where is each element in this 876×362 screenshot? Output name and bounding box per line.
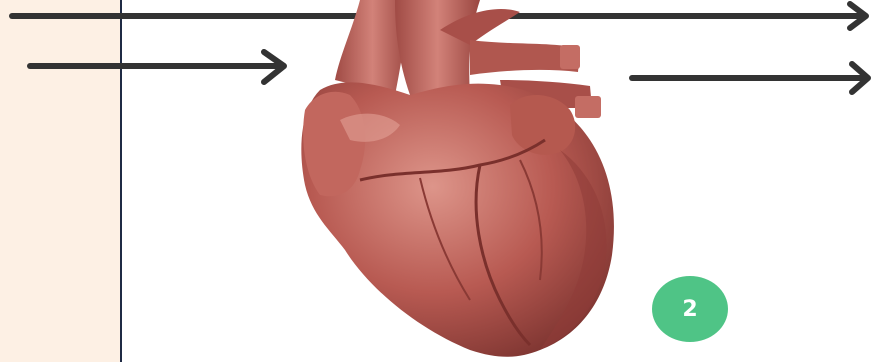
left-arrow <box>30 52 284 82</box>
heart-body <box>301 82 614 356</box>
step-number-badge: 2 <box>652 276 728 342</box>
right-arrow <box>632 64 868 92</box>
